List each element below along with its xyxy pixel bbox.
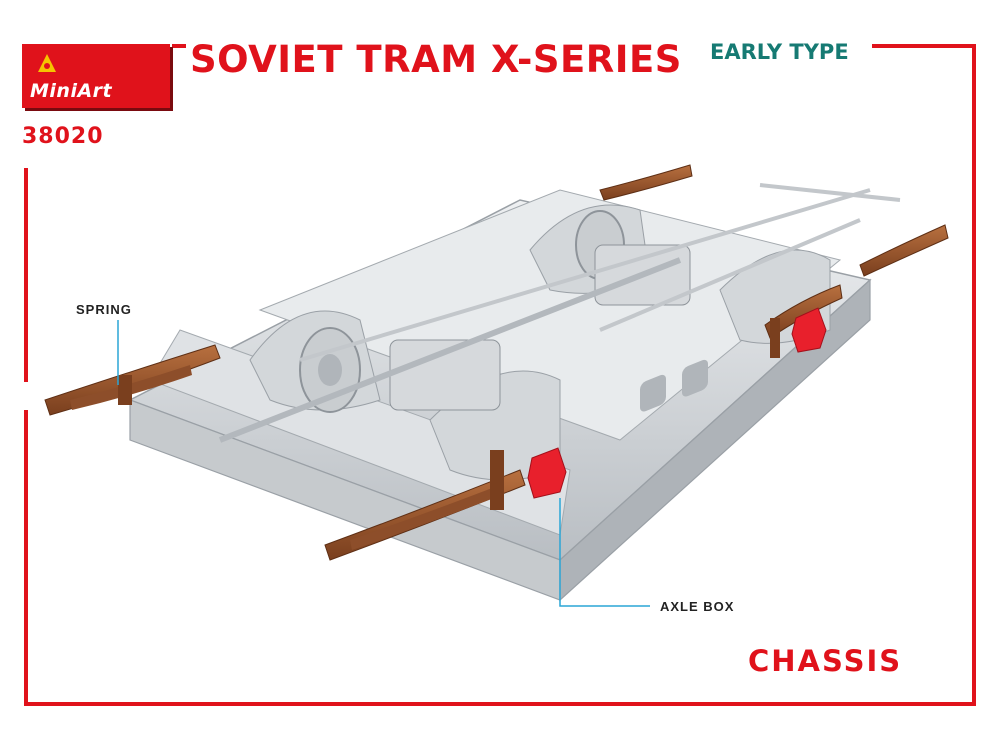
- leaf-spring-front-right: [324, 450, 526, 561]
- frame-left-lower: [24, 410, 28, 706]
- brand-mark-icon: [38, 54, 56, 72]
- frame-top-right: [872, 44, 976, 48]
- leaf-spring-rear-right: [859, 224, 949, 277]
- section-label: CHASSIS: [748, 644, 903, 678]
- page-title: SOVIET TRAM X-SERIES: [190, 38, 682, 81]
- leaf-spring-right-side: [764, 284, 843, 358]
- frame-right: [972, 44, 976, 706]
- frame-left: [24, 168, 28, 382]
- brand-logo: MiniArt: [22, 44, 170, 108]
- brand-name: MiniArt: [30, 80, 113, 102]
- leaf-spring-front-left: [44, 344, 221, 416]
- page-subtitle: EARLY TYPE: [710, 40, 849, 64]
- axle-box-rear: [791, 307, 827, 353]
- chassis-frame: [128, 183, 901, 602]
- axle-box-callout-line: [559, 498, 650, 607]
- spring-callout-label: SPRING: [76, 302, 132, 317]
- axle-box-front: [527, 447, 567, 499]
- axle-box-callout-label: AXLE BOX: [660, 599, 735, 614]
- frame-top-left: [172, 44, 186, 48]
- frame-bottom: [24, 702, 976, 706]
- leaf-spring-rear-left: [599, 164, 693, 201]
- product-number: 38020: [22, 124, 104, 149]
